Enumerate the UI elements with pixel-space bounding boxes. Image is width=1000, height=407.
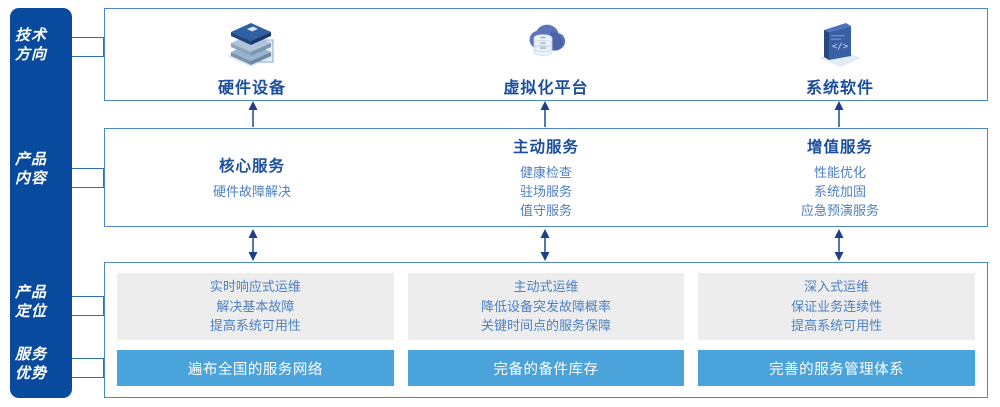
rail-label-product-position: 产品 定位 [0, 283, 62, 321]
product-content-list: 性能优化 系统加固 应急预演服务 [801, 163, 879, 220]
svg-text:</>: </> [832, 42, 849, 52]
arrow-updown-left [248, 229, 258, 261]
rail-label-line: 内容 [14, 170, 47, 187]
connector-content-2 [72, 187, 104, 188]
positioning-line: 主动式运维 [513, 279, 579, 295]
bottom-column-proactive: 主动式运维 降低设备突发故障概率 关键时间点的服务保障 完备的备件库存 [407, 273, 685, 386]
tech-direction-label: 系统软件 [805, 79, 874, 97]
product-content-line: 性能优化 [813, 165, 866, 180]
connector-content-1 [72, 168, 104, 169]
rail-label-line: 服务 [14, 346, 47, 363]
product-content-list: 硬件故障解决 [213, 182, 291, 201]
connector-advantage-2 [72, 377, 104, 378]
positioning-advantage-panel: 实时响应式运维 解决基本故障 提高系统可用性 遍布全国的服务网络 主动式运维 降… [104, 262, 988, 398]
rail-label-line: 产品 [14, 284, 47, 301]
category-rail [10, 8, 72, 398]
connector-advantage-join [103, 358, 104, 378]
product-content-line: 应急预演服务 [800, 203, 879, 218]
product-content-list: 健康检查 驻场服务 值守服务 [520, 163, 572, 220]
connector-position-join [103, 296, 104, 316]
arrow-up-software [834, 101, 844, 127]
rail-label-product-content: 产品 内容 [0, 150, 62, 188]
positioning-line: 提高系统可用性 [209, 318, 301, 334]
connector-advantage-1 [72, 358, 104, 359]
tech-direction-item-virtualization[interactable]: 虚拟化平台 [399, 9, 693, 100]
bottom-column-realtime: 实时响应式运维 解决基本故障 提高系统可用性 遍布全国的服务网络 [117, 273, 394, 386]
rail-label-line: 优势 [14, 365, 47, 382]
connector-tech-join [103, 37, 104, 57]
tech-direction-label: 硬件设备 [217, 79, 286, 97]
positioning-line: 关键时间点的服务保障 [481, 318, 612, 334]
positioning-card[interactable]: 深入式运维 保证业务连续性 提高系统可用性 [698, 273, 976, 340]
advantage-bar[interactable]: 完备的备件库存 [407, 350, 685, 386]
product-content-line: 系统加固 [813, 184, 866, 199]
product-content-line: 硬件故障解决 [212, 184, 291, 199]
product-content-line: 健康检查 [519, 165, 572, 180]
cloud-database-icon [529, 24, 566, 56]
product-content-line: 驻场服务 [519, 184, 572, 199]
product-content-title: 主动服务 [512, 139, 579, 156]
connector-tech-2 [72, 56, 104, 57]
positioning-line: 降低设备突发故障概率 [481, 298, 612, 314]
positioning-line: 保证业务连续性 [791, 298, 883, 314]
rail-label-line: 产品 [14, 151, 47, 168]
tech-direction-item-software[interactable]: </> 系统软件 [693, 9, 987, 100]
product-content-item-core[interactable]: 核心服务 硬件故障解决 [105, 129, 399, 226]
tech-direction-label: 虚拟化平台 [503, 79, 589, 97]
arrow-updown-right [834, 229, 844, 261]
positioning-line: 深入式运维 [804, 279, 870, 295]
rail-label-line: 定位 [14, 303, 47, 320]
bottom-column-deep: 深入式运维 保证业务连续性 提高系统可用性 完善的服务管理体系 [698, 273, 976, 386]
rail-label-tech-direction: 技术 方向 [0, 26, 62, 64]
rail-label-service-advantage: 服务 优势 [0, 345, 62, 383]
positioning-card[interactable]: 实时响应式运维 解决基本故障 提高系统可用性 [117, 273, 394, 340]
server-stack-icon [227, 22, 275, 67]
product-content-item-proactive[interactable]: 主动服务 健康检查 驻场服务 值守服务 [399, 129, 693, 226]
connector-position-1 [72, 296, 104, 297]
connector-position-2 [72, 315, 104, 316]
code-laptop-icon: </> [819, 22, 861, 67]
connector-tech-1 [72, 37, 104, 38]
arrow-up-virtualization [540, 101, 550, 127]
positioning-line: 解决基本故障 [216, 298, 295, 314]
arrow-up-hardware [248, 101, 258, 127]
rail-label-line: 方向 [14, 46, 47, 63]
tech-direction-panel: 硬件设备 虚拟化平台 [104, 8, 988, 101]
product-content-line: 值守服务 [519, 203, 572, 218]
positioning-line: 实时响应式运维 [209, 279, 301, 295]
positioning-line: 提高系统可用性 [791, 318, 883, 334]
tech-direction-item-hardware[interactable]: 硬件设备 [105, 9, 399, 100]
product-content-item-value-added[interactable]: 增值服务 性能优化 系统加固 应急预演服务 [693, 129, 987, 226]
connector-content-join [103, 168, 104, 188]
product-content-title: 核心服务 [218, 158, 285, 175]
advantage-bar[interactable]: 遍布全国的服务网络 [117, 350, 394, 386]
rail-label-line: 技术 [14, 27, 47, 44]
product-content-panel: 核心服务 硬件故障解决 主动服务 健康检查 驻场服务 值守服务 增值服务 性能优… [104, 128, 988, 227]
arrow-updown-center [540, 229, 550, 261]
advantage-bar[interactable]: 完善的服务管理体系 [698, 350, 976, 386]
product-content-title: 增值服务 [806, 139, 873, 156]
positioning-card[interactable]: 主动式运维 降低设备突发故障概率 关键时间点的服务保障 [407, 273, 685, 340]
